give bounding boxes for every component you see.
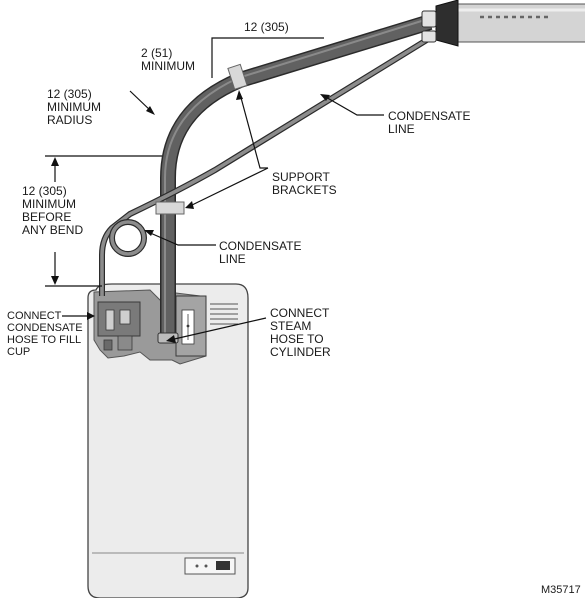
dim-label-vertical: 12 (305) MINIMUM BEFORE ANY BEND bbox=[22, 185, 83, 237]
condensate-line-label-top: CONDENSATE LINE bbox=[388, 110, 470, 136]
fill-cup-block bbox=[97, 301, 141, 337]
dim-label-2: 2 (51) bbox=[141, 46, 173, 60]
hose-clamp-steam bbox=[421, 10, 437, 28]
dim-label-vertical-sub1: MINIMUM bbox=[22, 197, 76, 211]
connect-steam-line1: CONNECT bbox=[270, 306, 330, 320]
vent-slats bbox=[210, 303, 238, 325]
bottom-vent-slot bbox=[216, 561, 230, 570]
humidifier-cabinet bbox=[87, 283, 249, 598]
dimension-lines bbox=[45, 37, 324, 287]
condensate-line-top-line2: LINE bbox=[388, 122, 415, 136]
steam-hose bbox=[161, 15, 432, 340]
connect-condensate-line2: CONDENSATE bbox=[7, 322, 83, 334]
dim-label-horizontal-12: 12 (305) bbox=[244, 20, 289, 34]
condensate-line-top-line1: CONDENSATE bbox=[388, 109, 471, 123]
connect-condensate-line1: CONNECT bbox=[7, 310, 62, 322]
dim-label-vertical-sub2: BEFORE bbox=[22, 210, 72, 224]
connect-steam-line3: HOSE TO bbox=[270, 332, 324, 346]
dimension-arrows bbox=[51, 157, 59, 285]
dim-label-2-minimum: 2 (51) MINIMUM bbox=[141, 47, 195, 73]
support-brackets-line2: BRACKETS bbox=[272, 183, 337, 197]
condensate-line-loop-line2: LINE bbox=[219, 252, 246, 266]
dispersion-flange bbox=[435, 0, 459, 47]
leader-arrowheads bbox=[87, 90, 330, 343]
support-brackets-label: SUPPORT BRACKETS bbox=[272, 171, 337, 197]
condensate-line-loop-line1: CONDENSATE bbox=[219, 239, 302, 253]
dim-label-radius-sub2: RADIUS bbox=[47, 113, 93, 127]
support-brackets-line1: SUPPORT bbox=[272, 170, 330, 184]
connect-condensate-line4: CUP bbox=[7, 346, 31, 358]
support-bracket-upper bbox=[227, 63, 248, 90]
dim-label-radius-sub1: MINIMUM bbox=[47, 100, 101, 114]
connect-steam-line2: STEAM bbox=[270, 319, 312, 333]
dim-label-minimum-radius: 12 (305) MINIMUM RADIUS bbox=[47, 88, 101, 127]
connect-condensate-line3: HOSE TO FILL bbox=[7, 334, 82, 346]
hose-clamp-condensate bbox=[421, 30, 437, 43]
dim-label-vertical-sub3: ANY BEND bbox=[22, 223, 84, 237]
condensate-line bbox=[100, 36, 431, 296]
dim-label-vertical-value: 12 (305) bbox=[22, 184, 67, 198]
dim-label-radius-value: 12 (305) bbox=[47, 87, 92, 101]
connect-condensate-label: CONNECT CONDENSATE HOSE TO FILL CUP bbox=[7, 310, 83, 358]
condensate-line-label-loop: CONDENSATE LINE bbox=[219, 240, 301, 266]
connect-steam-line4: CYLINDER bbox=[270, 345, 331, 359]
dim-label-2-sub: MINIMUM bbox=[141, 59, 195, 73]
figure-id: M35717 bbox=[541, 584, 581, 596]
connect-steam-label: CONNECT STEAM HOSE TO CYLINDER bbox=[270, 307, 331, 359]
support-bracket-lower bbox=[155, 201, 185, 215]
